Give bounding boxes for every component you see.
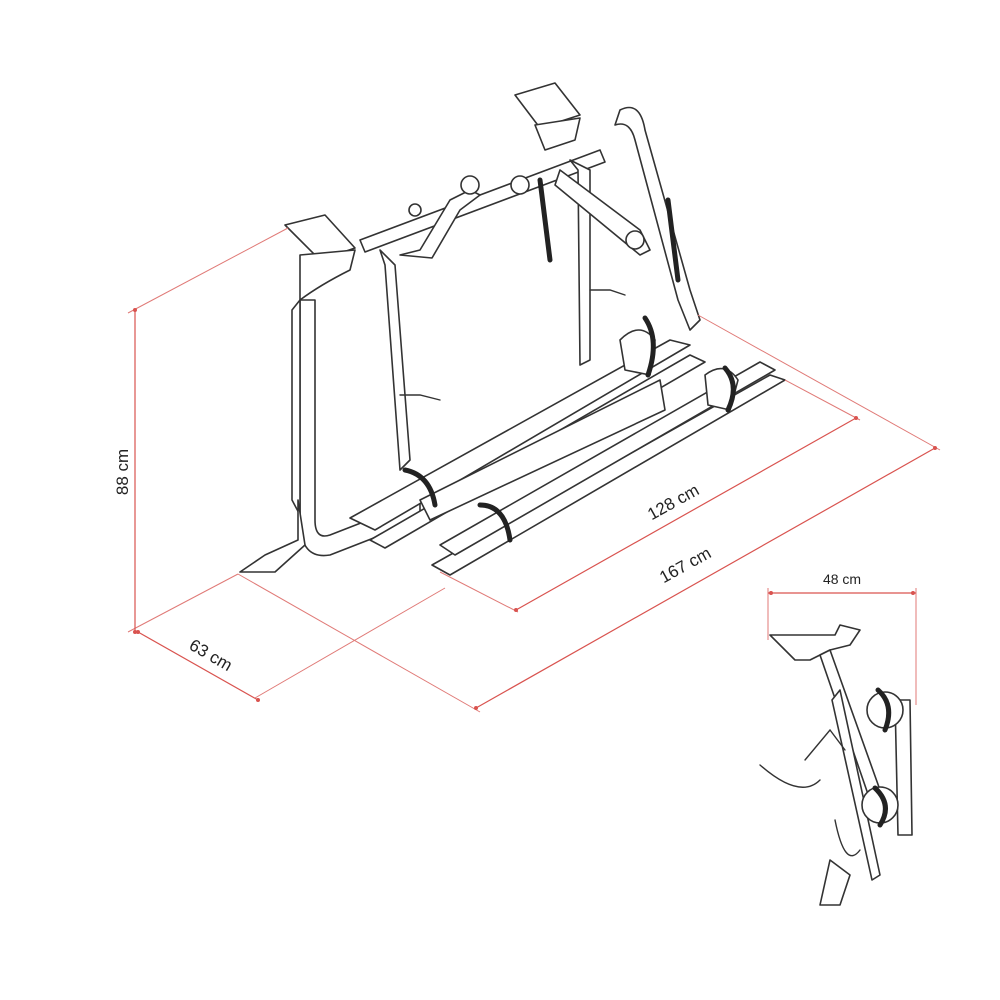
bike-rack-main-view xyxy=(239,82,786,576)
bike-rack-side-view xyxy=(759,624,913,906)
dimension-63cm: 63 cm xyxy=(136,573,481,713)
dimension-label-depth: 63 cm xyxy=(186,635,236,675)
dimension-label-side-depth: 48 cm xyxy=(823,571,861,587)
dimension-label-overall-width: 167 cm xyxy=(656,543,714,587)
dimension-label-height: 88 cm xyxy=(113,449,132,495)
dimension-88cm: 88 cm xyxy=(113,227,289,634)
dimension-48cm: 48 cm xyxy=(767,571,917,705)
dimension-label-rail-length: 128 cm xyxy=(644,480,702,524)
